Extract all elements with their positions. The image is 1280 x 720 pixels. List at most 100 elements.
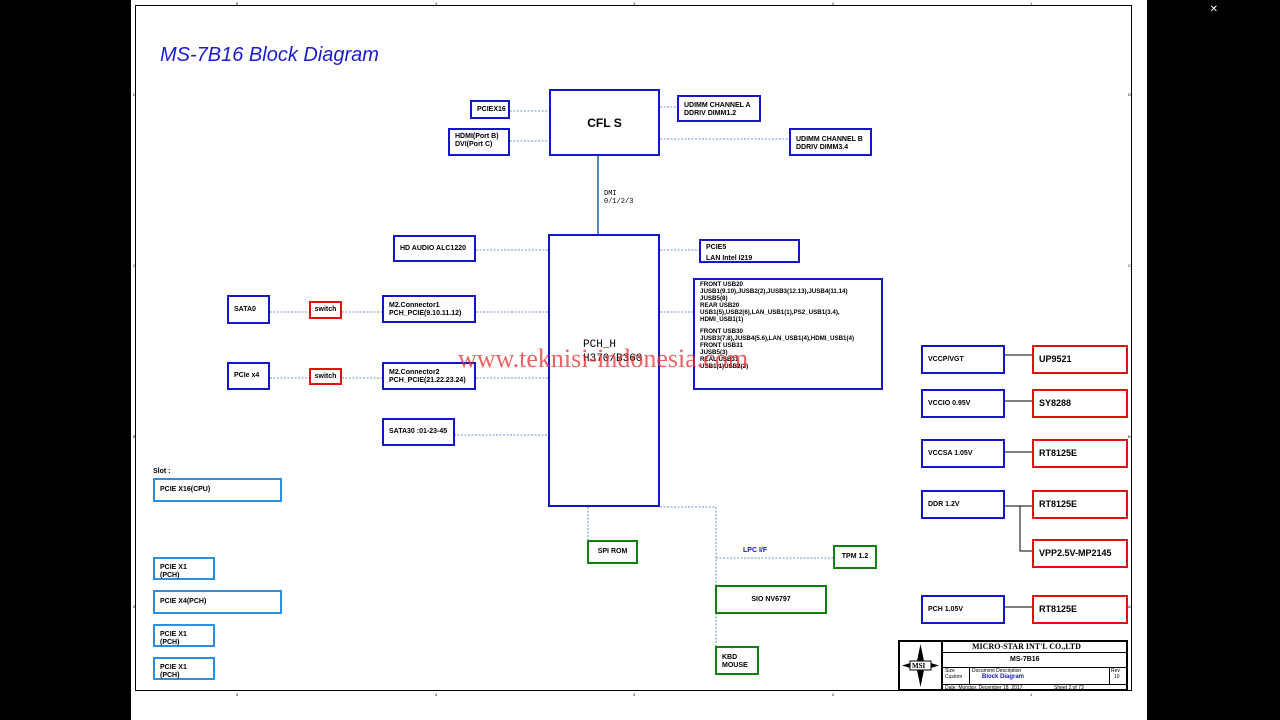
tick-right: C: [1128, 263, 1131, 268]
tick-bottom: 1: [1030, 692, 1033, 697]
tb-divider: [969, 667, 970, 685]
rev-value: 10: [1114, 674, 1120, 680]
power-rail-vccio[interactable]: VCCIO 0.95V: [921, 389, 1005, 418]
power-rail-vccp[interactable]: VCCP/VGT: [921, 345, 1005, 374]
model-name: MS-7B16: [1010, 656, 1040, 663]
date-text: Date: Monday, December 18, 2017: [945, 685, 1023, 691]
usb-line: HDMI_USB1(1): [700, 315, 744, 323]
slot-label: Slot :: [153, 468, 171, 475]
sata0-block[interactable]: SATA0: [227, 295, 270, 324]
power-ic-up9521[interactable]: UP9521: [1032, 345, 1128, 374]
power-ic-sy8288[interactable]: SY8288: [1032, 389, 1128, 418]
hdmi-label: HDMI(Port B): [455, 133, 499, 140]
window-close-icon[interactable]: ✕: [1209, 4, 1218, 15]
usb-line: REAL USB31: [700, 356, 739, 364]
doc-label: Document Description: [972, 668, 1022, 674]
m2-connector-1-block[interactable]: M2.Connector1 PCH_PCIE(9.10.11.12): [382, 295, 476, 323]
msi-logo-icon: [902, 644, 939, 687]
dimm-a-label: UDIMM CHANNEL A: [684, 102, 751, 109]
power-rail-vccsa[interactable]: VCCSA 1.05V: [921, 439, 1005, 468]
rev-label: Rev: [1111, 668, 1120, 674]
tick-top: 2: [832, 1, 835, 6]
doc-value: Block Diagram: [982, 674, 1025, 680]
wire-power-4b: [1005, 505, 1032, 552]
logo-text: MSI: [912, 662, 926, 670]
tick-right: D: [1128, 92, 1131, 97]
usb-line: FRONT USB20: [700, 281, 743, 288]
dimm-a-slots: DDRIV DIMM1.2: [684, 109, 737, 117]
tick-top: 3: [633, 1, 636, 6]
tick-bottom: 5: [236, 692, 239, 697]
size-label: Size: [945, 668, 955, 674]
m2-connector-2-block[interactable]: M2.Connector2 PCH_PCIE(21.22.23.24): [382, 362, 476, 390]
spi-rom-block[interactable]: SPI ROM: [587, 540, 638, 564]
watermark: www.teknisi-indonesia.com: [458, 344, 749, 373]
company-name: MICRO-STAR INT'L CO.,LTD: [972, 642, 1081, 651]
tick-left: C: [133, 263, 136, 268]
tick-bottom: 3: [633, 692, 636, 697]
usb-line: JUSB5(8): [700, 294, 728, 302]
slot-pcie-x1-a[interactable]: PCIE X1 (PCH): [153, 557, 215, 580]
hd-audio-block[interactable]: HD AUDIO ALC1220: [393, 235, 476, 262]
usb-line: USB1(1)USB2(2): [700, 362, 749, 370]
tick-bottom: 4: [435, 692, 438, 697]
power-rail-pch[interactable]: PCH 1.05V: [921, 595, 1005, 624]
dimm-channel-b-block[interactable]: UDIMM CHANNEL B DDRIV DIMM3.4: [789, 128, 872, 156]
usb-line: JUSB3(7.8),JUSB4(5.6),LAN_USB1(4),HDMI_U…: [700, 335, 855, 343]
drawing-frame: [135, 5, 1132, 691]
slot-pcie-x16[interactable]: PCIE X16(CPU): [153, 478, 282, 502]
dimm-b-label: UDIMM CHANNEL B: [796, 136, 863, 143]
usb-line: JUSB5(3): [700, 349, 728, 357]
hdmi-dvi-block[interactable]: HDMI(Port B) DVI(Port C): [448, 128, 510, 156]
tick-top: 4: [435, 1, 438, 6]
usb-block[interactable]: FRONT USB20 JUSB1(9.10),JUSB2(2),JUSB3(1…: [693, 278, 883, 390]
tick-right: B: [1128, 434, 1131, 439]
power-ic-rt8125e-1[interactable]: RT8125E: [1032, 439, 1128, 468]
usb-line: JUSB1(9.10),JUSB2(2),JUSB3(12.13),JUSB4(…: [700, 287, 848, 295]
pch-block[interactable]: PCH_H H370/B360: [548, 234, 660, 507]
power-ic-rt8125e-3[interactable]: RT8125E: [1032, 595, 1128, 624]
tb-divider: [943, 684, 1128, 685]
sio-block[interactable]: SIO NV6797: [715, 585, 827, 614]
lan-chip-label: LAN Intel I219: [706, 254, 753, 262]
dimm-channel-a-block[interactable]: UDIMM CHANNEL A DDRIV DIMM1.2: [677, 95, 761, 122]
slot-pcie-x1-b[interactable]: PCIE X1 (PCH): [153, 624, 215, 647]
sata30-block[interactable]: SATA30 :01-23-45: [382, 418, 455, 446]
tick-left: A: [133, 604, 136, 609]
pcie-x4-block[interactable]: PCIe x4: [227, 362, 270, 390]
tick-left: B: [133, 434, 136, 439]
slot-pcie-x4[interactable]: PCIE X4(PCH): [153, 590, 282, 614]
kbd-mouse-block[interactable]: KBD MOUSE: [715, 646, 759, 675]
usb-line: USB1(5),USB2(6),LAN_USB1(1),PS2_USB1(3.4…: [700, 308, 840, 316]
usb-line: FRONT USB31: [700, 342, 743, 350]
power-rail-ddr[interactable]: DDR 1.2V: [921, 490, 1005, 519]
tpm-block[interactable]: TPM 1.2: [833, 545, 877, 569]
tb-divider: [1109, 667, 1110, 685]
power-ic-vpp[interactable]: VPP2.5V-MP2145: [1032, 539, 1128, 568]
tb-divider: [943, 667, 1128, 668]
page-title: MS-7B16 Block Diagram: [160, 44, 379, 66]
usb-line: FRONT USB30: [700, 328, 743, 336]
slot-pcie-x1-c[interactable]: PCIE X1 (PCH): [153, 657, 215, 680]
sheet-text: Sheet 2 of 73: [1054, 685, 1084, 691]
lan-block[interactable]: PCIE5 LAN Intel I219: [699, 239, 800, 263]
wire-lpc: [660, 506, 717, 585]
lpc-label: LPC I/F: [743, 547, 768, 554]
dvi-label: DVI(Port C): [455, 140, 493, 148]
tick-top: 1: [1030, 1, 1033, 6]
tb-divider: [943, 652, 1128, 653]
logo-cell: MSI: [898, 640, 943, 691]
tick-top: 5: [236, 1, 239, 6]
dimm-b-slots: DDRIV DIMM3.4: [796, 143, 849, 151]
pciex16-block[interactable]: PCIEX16: [470, 100, 510, 119]
usb-line: REAR USB20: [700, 301, 740, 309]
power-ic-rt8125e-2[interactable]: RT8125E: [1032, 490, 1128, 519]
switch-2-block[interactable]: switch: [309, 368, 342, 385]
pch-label: PCH_H H370/B360: [583, 339, 643, 365]
tick-right: A: [1128, 604, 1131, 609]
cpu-block[interactable]: CFL S: [549, 89, 660, 156]
dmi-label: DMI 0/1/2/3: [604, 190, 634, 206]
switch-1-block[interactable]: switch: [309, 301, 342, 319]
tick-left: D: [133, 92, 136, 97]
